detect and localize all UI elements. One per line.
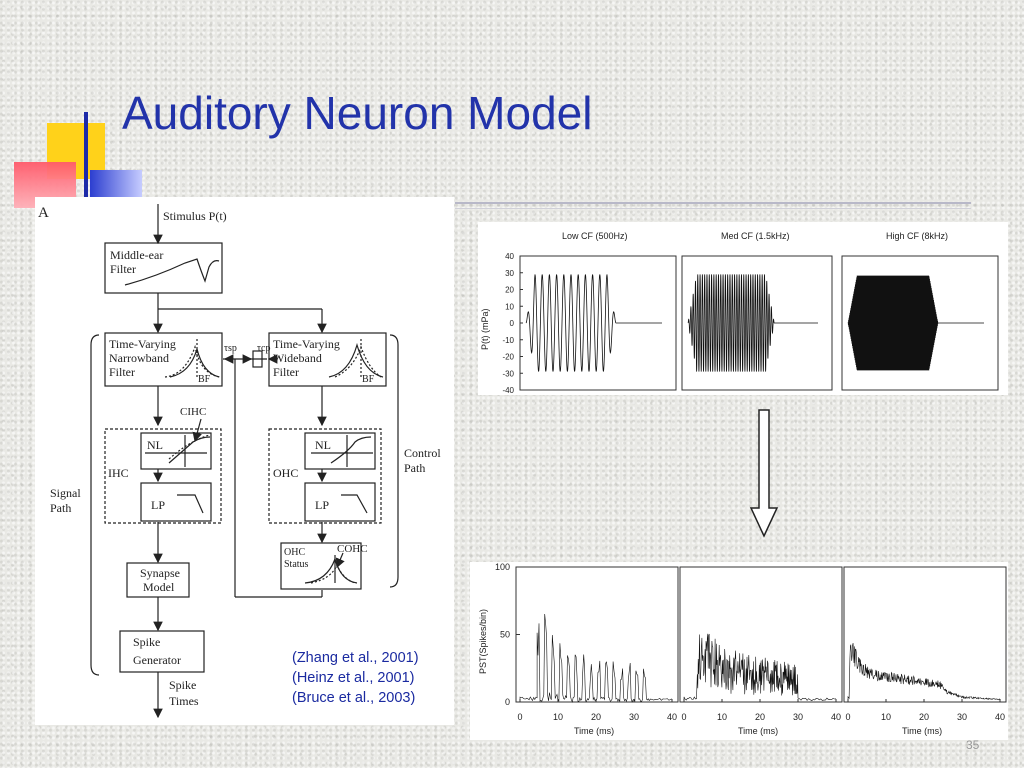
- reference-heinz: (Heinz et al., 2001): [292, 668, 419, 688]
- pressure-y-tick-label: -10: [502, 336, 514, 345]
- ohc-nl-label: NL: [315, 438, 331, 452]
- middle-ear-label-1: Middle-ear: [110, 248, 163, 262]
- pressure-y-tick-label: 30: [505, 269, 514, 278]
- y-axis-label-pst: PST(Spikes/bin): [478, 609, 488, 674]
- pst-x-tick-label: 30: [957, 712, 967, 722]
- reference-zhang: (Zhang et al., 2001): [292, 648, 419, 668]
- reference-bruce: (Bruce et al., 2003): [292, 688, 419, 708]
- narrowband-label-3: Filter: [109, 365, 135, 379]
- c-ohc-label: COHC: [337, 543, 368, 555]
- signal-path-label-2: Path: [50, 501, 71, 515]
- pressure-y-tick-label: -20: [502, 353, 514, 362]
- x-axis-label-med: Time (ms): [738, 726, 778, 736]
- pst-x-tick-label: 30: [793, 712, 803, 722]
- down-arrow-icon: [748, 408, 780, 540]
- pressure-waveform-med: [688, 274, 818, 371]
- pressure-y-tick-label: -40: [502, 386, 514, 395]
- pressure-y-tick-label: -30: [502, 369, 514, 378]
- slide-number: 35: [966, 738, 979, 752]
- narrowband-label-2: Narrowband: [109, 351, 169, 365]
- slide-title: Auditory Neuron Model: [122, 86, 592, 140]
- pst-y-tick-label: 50: [500, 630, 510, 640]
- stimulus-pressure-chart: Low CF (500Hz) Med CF (1.5kHz) High CF (…: [478, 222, 1008, 395]
- pst-x-tick-label: 10: [553, 712, 563, 722]
- spike-generator-label-1: Spike: [133, 635, 160, 649]
- pst-y-tick-label: 100: [495, 562, 510, 572]
- pst-x-tick-label: 20: [919, 712, 929, 722]
- ihc-label: IHC: [108, 466, 129, 480]
- pst-x-tick-label: 10: [717, 712, 727, 722]
- ohc-status-label-1: OHC: [284, 547, 305, 558]
- narrowband-bf-label: BF: [198, 374, 211, 385]
- pressure-y-tick-label: 10: [505, 302, 514, 311]
- pst-histogram-chart: PST(Spikes/bin) Time (ms) Time (ms) Time…: [470, 562, 1008, 740]
- ohc-status-label-2: Status: [284, 559, 309, 570]
- model-block-diagram: A Stimulus P(t) Middle-ear Filter Time-V…: [35, 197, 454, 725]
- pressure-y-tick-label: 40: [505, 252, 514, 261]
- pressure-waveform-low: [526, 274, 662, 371]
- pst-x-tick-label: 40: [667, 712, 677, 722]
- pressure-y-tick-label: 0: [510, 319, 515, 328]
- pst-x-tick-label: 10: [881, 712, 891, 722]
- pst-x-tick-label: 0: [517, 712, 522, 722]
- decor-horizontal-line: [455, 202, 971, 204]
- decor-horizontal-line-2: [455, 208, 971, 209]
- panel-title-med-cf: Med CF (1.5kHz): [721, 231, 790, 241]
- narrowband-label-1: Time-Varying: [109, 337, 176, 351]
- pressure-waveform-high: [848, 276, 984, 371]
- ohc-lp-label: LP: [315, 498, 329, 512]
- c-ihc-label: CIHC: [180, 406, 206, 418]
- pst-x-tick-label: 0: [845, 712, 850, 722]
- references: (Zhang et al., 2001) (Heinz et al., 2001…: [292, 648, 419, 708]
- diagram-panel-label: A: [38, 205, 49, 221]
- pst-x-tick-label: 40: [831, 712, 841, 722]
- ihc-nl-label: NL: [147, 438, 163, 452]
- ohc-label: OHC: [273, 466, 298, 480]
- pst-x-tick-label: 0: [681, 712, 686, 722]
- pst-x-tick-label: 20: [755, 712, 765, 722]
- wideband-bf-label: BF: [362, 374, 375, 385]
- spike-times-label-2: Times: [169, 694, 199, 708]
- middle-ear-label-2: Filter: [110, 262, 136, 276]
- pst-series-low: [520, 614, 672, 702]
- pst-series-med: [684, 634, 836, 701]
- pressure-y-tick-label: 20: [505, 286, 514, 295]
- synapse-label-1: Synapse: [140, 566, 180, 580]
- pst-x-tick-label: 20: [591, 712, 601, 722]
- pst-series-high: [848, 643, 1000, 700]
- pst-y-tick-label: 0: [505, 697, 510, 707]
- control-path-label-1: Control: [404, 446, 441, 460]
- synapse-label-2: Model: [143, 580, 175, 594]
- panel-title-high-cf: High CF (8kHz): [886, 231, 948, 241]
- ihc-lp-label: LP: [151, 498, 165, 512]
- control-path-label-2: Path: [404, 461, 425, 475]
- y-axis-label-pressure: P(t) (mPa): [480, 308, 490, 350]
- wideband-label-1: Time-Varying: [273, 337, 340, 351]
- pst-panel-frame: [516, 567, 678, 702]
- pst-x-tick-label: 30: [629, 712, 639, 722]
- pst-panel-frame: [844, 567, 1006, 702]
- signal-path-label-1: Signal: [50, 486, 81, 500]
- x-axis-label-high: Time (ms): [902, 726, 942, 736]
- panel-title-low-cf: Low CF (500Hz): [562, 231, 628, 241]
- wideband-label-2: Wideband: [273, 351, 322, 365]
- decor-vertical-line: [84, 112, 88, 208]
- decor-blue-bar: [90, 170, 142, 198]
- spike-generator-label-2: Generator: [133, 653, 181, 667]
- x-axis-label-low: Time (ms): [574, 726, 614, 736]
- tau-sp-label: τsp: [224, 343, 237, 354]
- stimulus-label: Stimulus P(t): [163, 209, 227, 223]
- wideband-label-3: Filter: [273, 365, 299, 379]
- pst-x-tick-label: 40: [995, 712, 1005, 722]
- tau-cp-label: τcp: [257, 343, 270, 354]
- spike-times-label-1: Spike: [169, 678, 196, 692]
